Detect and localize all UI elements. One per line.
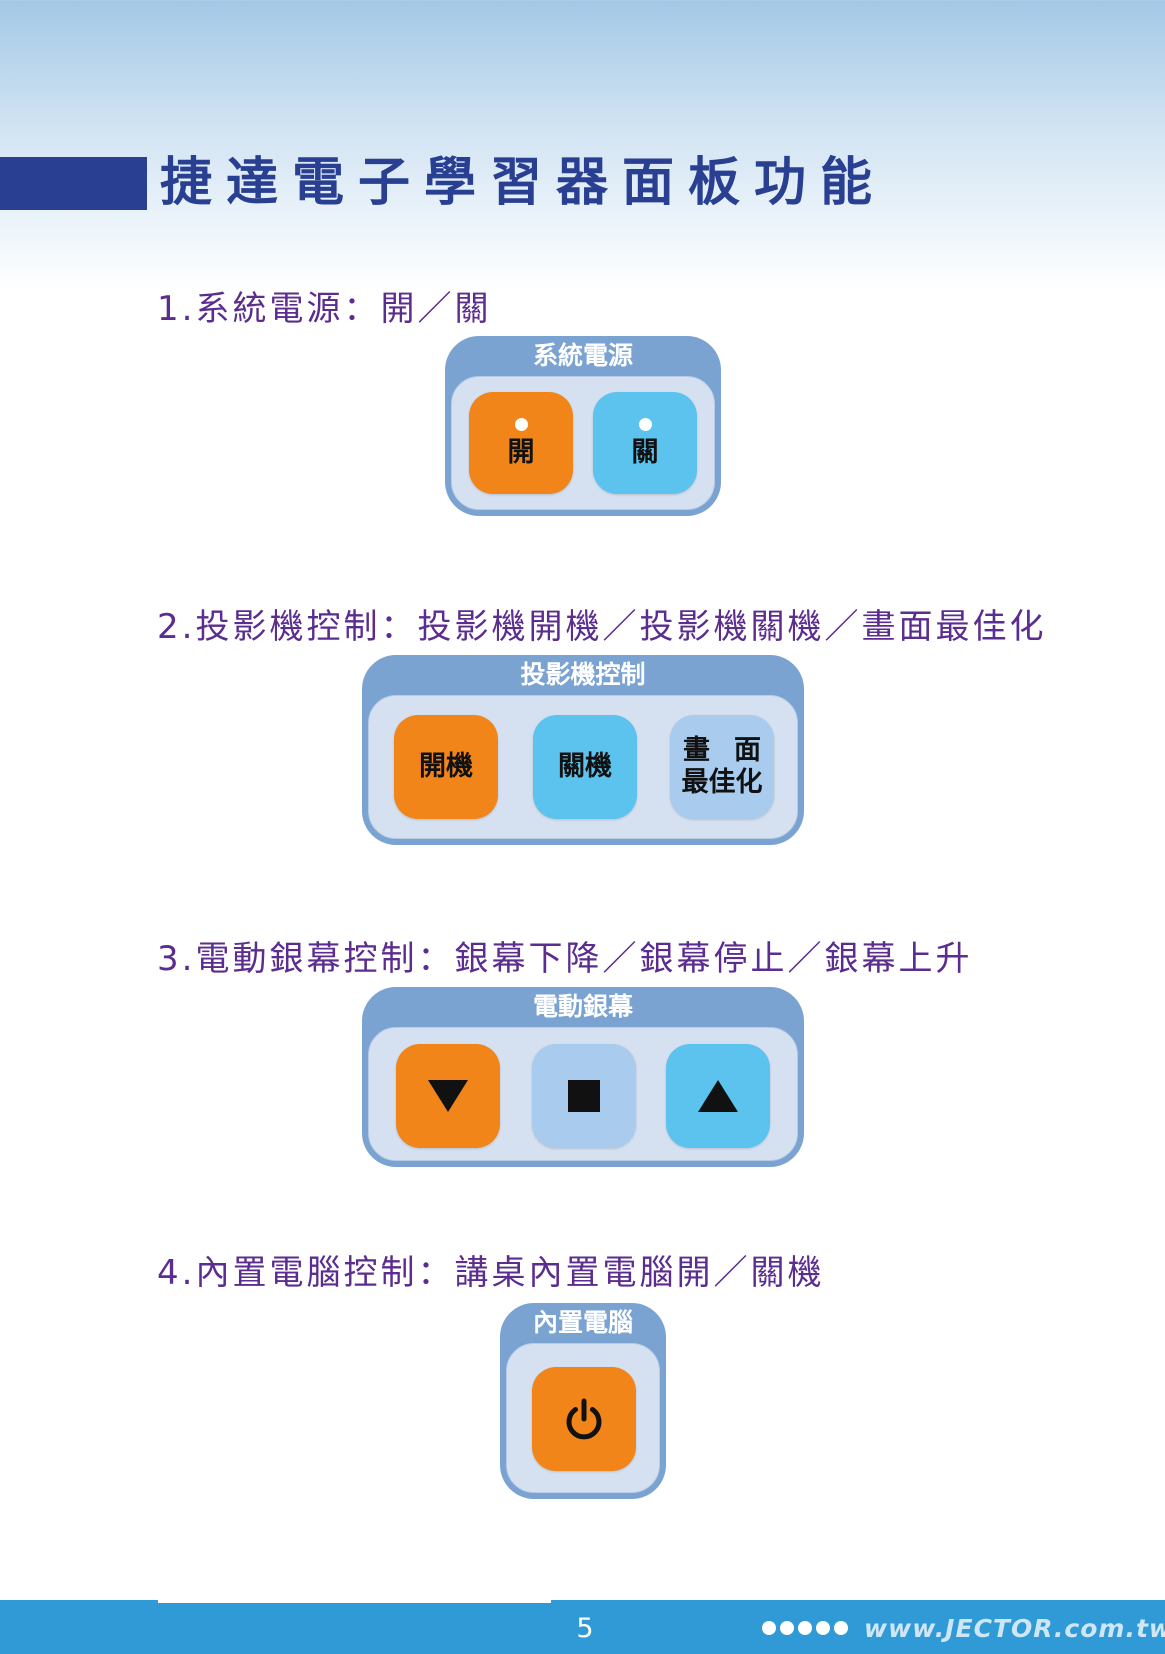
footer-tick (532, 1594, 537, 1602)
dot-icon (798, 1621, 812, 1635)
dot-icon (834, 1621, 848, 1635)
dot-icon (816, 1621, 830, 1635)
panel-label: 投影機控制 (520, 660, 646, 689)
footer-tick (478, 1594, 483, 1602)
computer-control-panel: 內置電腦 (500, 1303, 666, 1499)
button-label-line2: 最佳化 (681, 767, 763, 798)
power-on-button[interactable]: 開 (469, 392, 573, 494)
footer-notch (158, 1598, 551, 1603)
button-label: 關機 (558, 751, 612, 782)
button-label-line1: 畫面 (683, 735, 785, 766)
button-label: 關 (631, 436, 659, 468)
dot-icon (762, 1621, 776, 1635)
section-heading-system-power: 1.系統電源：開／關 (157, 289, 492, 329)
section-heading-screen-control: 3.電動銀幕控制：銀幕下降／銀幕停止／銀幕上升 (157, 939, 973, 979)
footer-tick (280, 1594, 285, 1602)
power-off-button[interactable]: 關 (593, 392, 697, 494)
screen-down-button[interactable] (396, 1044, 500, 1148)
projector-on-button[interactable]: 開機 (394, 715, 498, 819)
screen-up-button[interactable] (666, 1044, 770, 1148)
section-heading-projector-control: 2.投影機控制：投影機開機／投影機關機／畫面最佳化 (157, 607, 1047, 647)
picture-optimize-button[interactable]: 畫面 最佳化 (670, 715, 774, 819)
computer-power-button[interactable] (532, 1367, 636, 1471)
dot-icon (780, 1621, 794, 1635)
power-icon (566, 1398, 602, 1440)
panel-label: 電動銀幕 (532, 992, 633, 1021)
indicator-light-icon (638, 417, 652, 431)
page-title: 捷達電子學習器面板功能 (160, 153, 887, 213)
footer-tick (393, 1594, 398, 1602)
stop-square-icon (568, 1080, 600, 1112)
section-heading-computer-control: 4.內置電腦控制：講桌內置電腦開／關機 (157, 1253, 825, 1293)
system-power-panel: 系統電源 開 關 (445, 336, 721, 516)
panel-label: 內置電腦 (532, 1308, 633, 1337)
title-accent-bar (0, 157, 147, 210)
up-triangle-icon (698, 1080, 738, 1112)
footer-bar (0, 1600, 1165, 1654)
button-label: 開 (507, 436, 535, 468)
down-triangle-icon (428, 1080, 468, 1112)
page-number: 5 (576, 1613, 594, 1644)
projector-off-button[interactable]: 關機 (533, 715, 637, 819)
footer-tick (367, 1594, 372, 1602)
button-label: 開機 (419, 751, 473, 782)
screen-control-panel: 電動銀幕 (362, 987, 804, 1167)
panel-label: 系統電源 (532, 341, 633, 370)
indicator-light-icon (514, 417, 528, 431)
website-url: www.JECTOR.com.tw (864, 1614, 1165, 1643)
projector-control-panel: 投影機控制 開機 關機 畫面 最佳化 (362, 655, 804, 845)
decorative-dots (762, 1621, 848, 1635)
screen-stop-button[interactable] (532, 1044, 636, 1148)
